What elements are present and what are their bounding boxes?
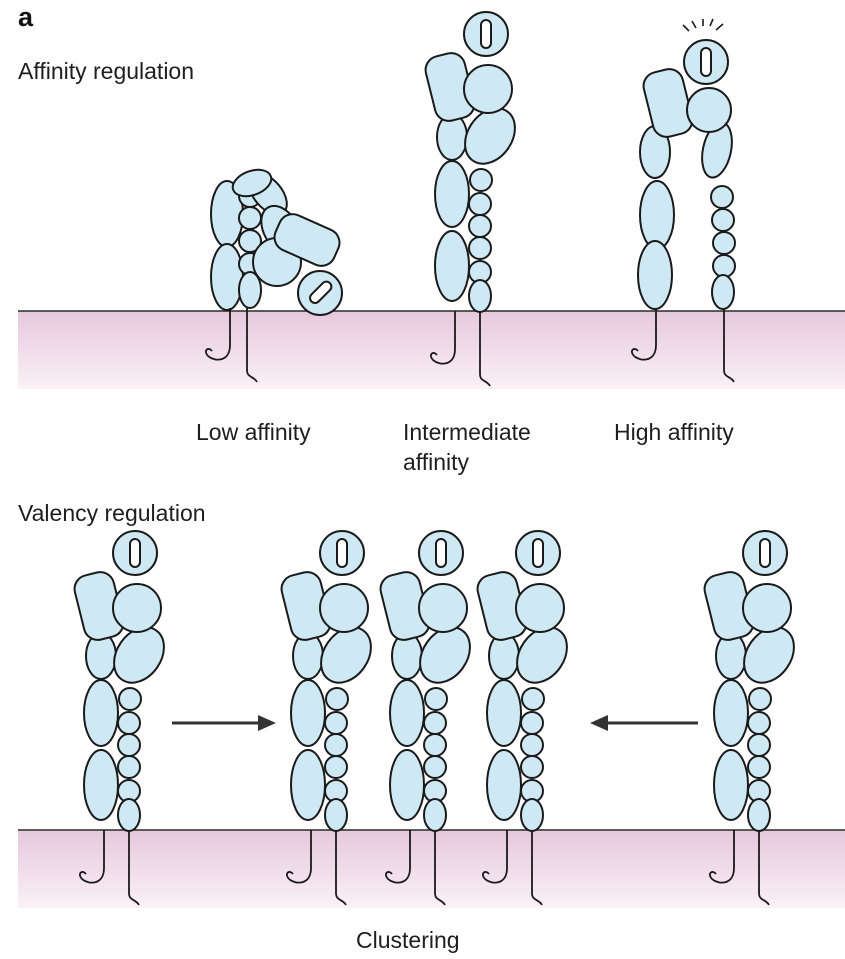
label-intermediate-affinity-line1: Intermediate xyxy=(403,419,531,445)
arrow-left-icon xyxy=(590,715,698,731)
membrane-top xyxy=(18,311,845,389)
valency-heading: Valency regulation xyxy=(18,500,206,526)
label-clustering: Clustering xyxy=(356,927,460,953)
arrow-right-icon xyxy=(172,715,276,731)
membrane-bottom xyxy=(18,830,845,908)
activation-burst-icon xyxy=(683,19,723,31)
label-low-affinity: Low affinity xyxy=(196,419,311,445)
affinity-heading: Affinity regulation xyxy=(18,58,194,84)
label-intermediate-affinity-line2: affinity xyxy=(403,449,470,475)
label-high-affinity: High affinity xyxy=(614,419,734,445)
panel-letter: a xyxy=(18,2,34,32)
